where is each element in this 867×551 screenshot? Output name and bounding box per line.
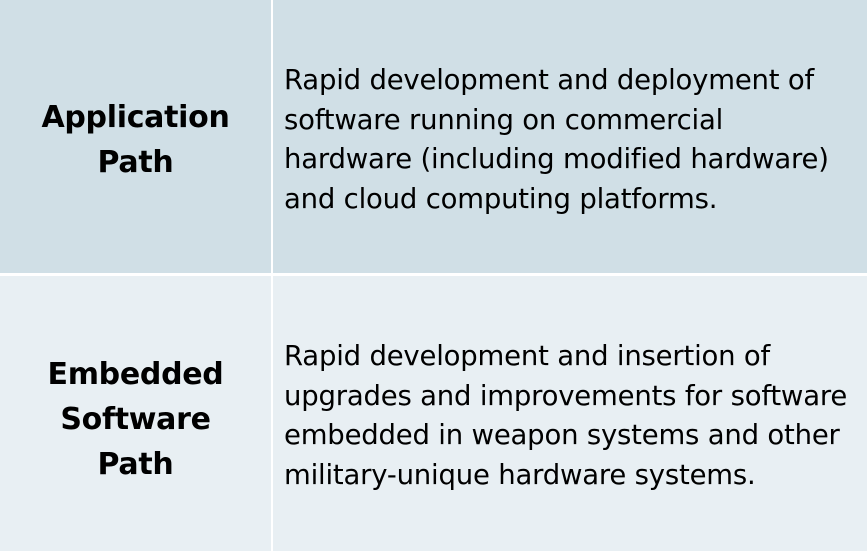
row-label: Embedded Software Path bbox=[47, 356, 224, 482]
row-label: Application Path bbox=[41, 99, 230, 180]
row-label-cell: Application Path bbox=[0, 0, 273, 275]
row-description: Rapid development and deployment of soft… bbox=[284, 64, 829, 215]
row-description: Rapid development and insertion of upgra… bbox=[284, 340, 848, 491]
row-label-cell: Embedded Software Path bbox=[0, 275, 273, 551]
row-description-cell: Rapid development and deployment of soft… bbox=[273, 0, 867, 275]
row-description-cell: Rapid development and insertion of upgra… bbox=[273, 275, 867, 551]
row-divider bbox=[0, 273, 867, 276]
